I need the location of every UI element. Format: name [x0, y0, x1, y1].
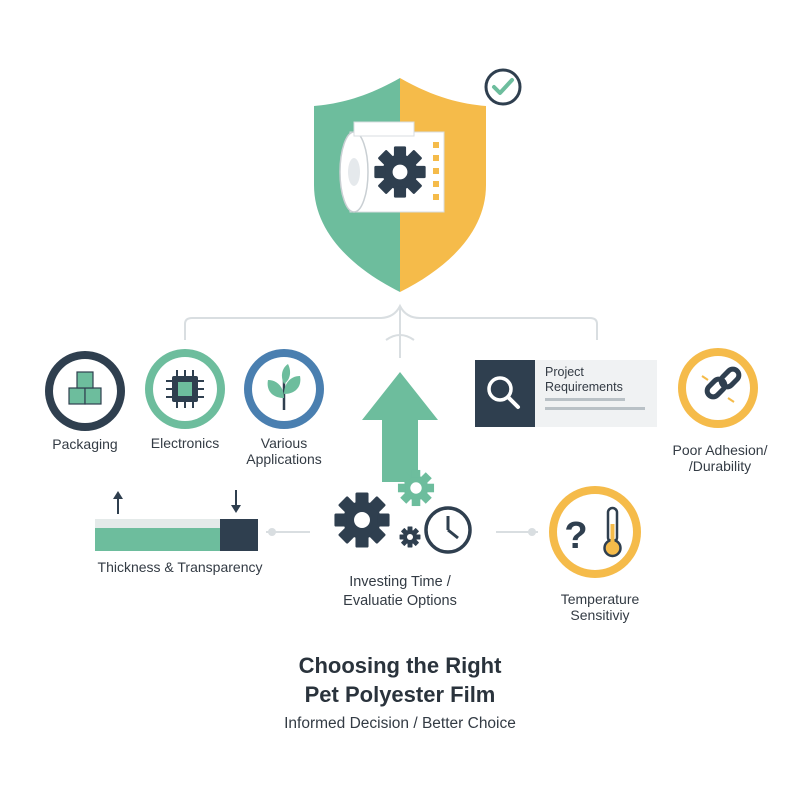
arrow-up-icon: [113, 491, 123, 514]
applications-icon-circle: [244, 349, 324, 429]
microchip-icon: [166, 370, 204, 408]
svg-text:?: ?: [564, 515, 587, 557]
investing-line2: Evaluatie Options: [343, 593, 457, 609]
film-roll-icon: [339, 121, 445, 213]
title-line2: Pet Polyester Film: [304, 682, 496, 707]
arrow-down-icon: [231, 490, 241, 513]
title-line1: Choosing the Right: [298, 653, 502, 678]
packaging-label: Packaging: [52, 436, 118, 452]
temperature-icon-circle: ?: [549, 486, 641, 578]
project-requirements-line2: Requirements: [545, 380, 623, 394]
check-circle-icon: [484, 68, 522, 106]
connector-bracket: [184, 303, 598, 340]
connector-right: [496, 528, 538, 536]
packaging-icon-circle: [45, 351, 125, 431]
broken-link-icon: [704, 366, 742, 400]
project-requirements-label: Project Requirements: [545, 365, 623, 395]
electronics-label: Electronics: [150, 435, 220, 451]
temperature-line1: Temperature: [560, 591, 640, 607]
adhesion-label: Poor Adhesion/ /Durability: [660, 442, 780, 474]
project-requirements-card: [475, 360, 657, 427]
gears-cluster: [323, 469, 472, 559]
applications-label-line1: Various: [260, 435, 308, 451]
leaf-icon: [267, 364, 301, 410]
applications-label-line2: Applications: [246, 451, 322, 467]
clock-icon: [424, 506, 472, 554]
applications-label: Various Applications: [234, 435, 334, 467]
connector-left: [266, 528, 310, 536]
teal-gear-icon: [397, 469, 435, 507]
temperature-line2: Sensitiviy: [570, 607, 630, 623]
electronics-icon-circle: [145, 349, 225, 429]
adhesion-line1: Poor Adhesion/: [672, 442, 768, 458]
thickness-label: Thickness & Transparency: [97, 559, 263, 575]
magnifier-icon: [487, 376, 520, 409]
page-title: Choosing the Right Pet Polyester Film: [150, 651, 650, 709]
temperature-label: Temperature Sensitiviy: [540, 591, 660, 623]
thickness-bar: [95, 490, 258, 551]
adhesion-line2: /Durability: [688, 458, 752, 474]
up-arrow-icon: [362, 372, 438, 482]
thermometer-question-icon: ?: [564, 506, 622, 558]
gear-icon: [363, 135, 437, 209]
project-requirements-line1: Project: [545, 365, 584, 379]
small-gear-icon: [395, 522, 425, 552]
investing-line1: Investing Time /: [349, 574, 451, 590]
investing-label: Investing Time / Evaluatie Options: [330, 573, 470, 611]
large-gear-icon: [323, 481, 401, 559]
adhesion-icon-circle: [678, 348, 758, 428]
shield-icon: [314, 78, 486, 292]
page-subtitle: Informed Decision / Better Choice: [284, 715, 516, 732]
connector-stem: [385, 306, 415, 358]
boxes-icon: [68, 371, 102, 405]
